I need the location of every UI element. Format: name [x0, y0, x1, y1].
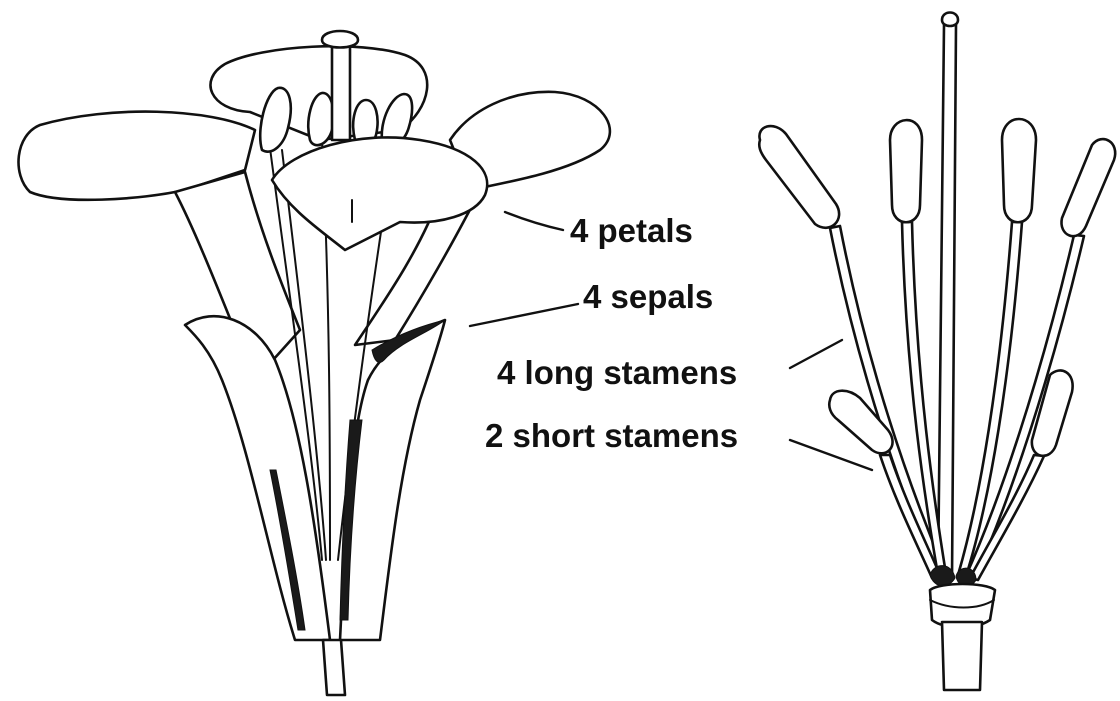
leader-sepals: [470, 304, 578, 326]
stamen-pistil-drawing: [759, 13, 1115, 691]
stigma: [322, 31, 358, 48]
leader-petals: [505, 212, 563, 230]
leader-short-stamens: [790, 440, 872, 470]
leader-long-stamens: [790, 340, 842, 368]
label-sepals: 4 sepals: [583, 278, 713, 315]
long-stamen-anther: [1002, 119, 1036, 222]
long-stamen-anther: [1061, 139, 1115, 236]
long-stamen-anther: [890, 120, 922, 222]
label-short-stamens: 2 short stamens: [485, 417, 738, 454]
pedicel: [323, 640, 345, 695]
long-stamen-anther: [759, 126, 839, 228]
pedicel: [942, 622, 982, 690]
label-long-stamens: 4 long stamens: [497, 354, 737, 391]
style: [332, 46, 350, 140]
pistil-style: [938, 25, 956, 580]
pistil-stigma: [942, 13, 958, 27]
left-sepal: [185, 316, 330, 640]
label-petals: 4 petals: [570, 212, 693, 249]
